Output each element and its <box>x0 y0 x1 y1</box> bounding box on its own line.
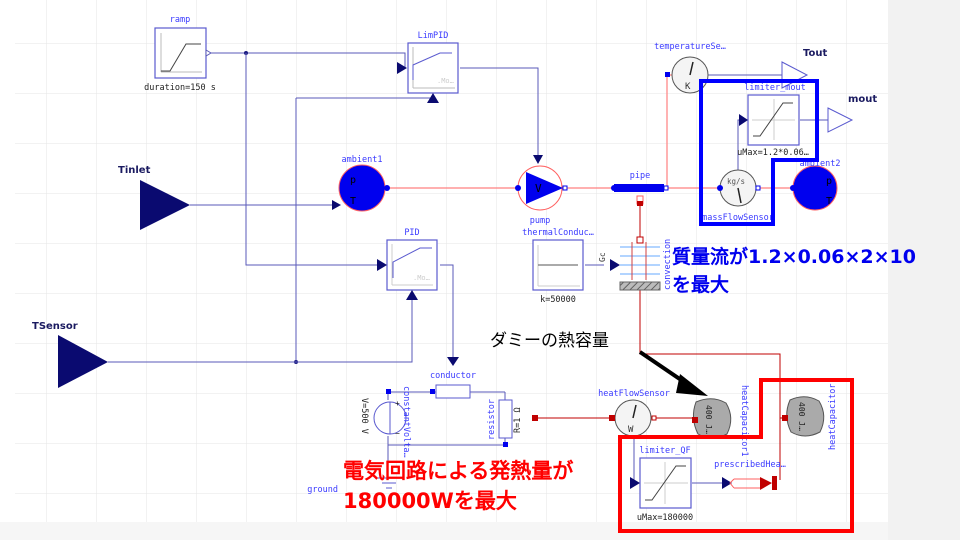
convection[interactable]: Gc convection <box>598 236 673 291</box>
thermal-conductor-block[interactable]: thermalConduc… k=50000 <box>522 228 594 305</box>
pump-label: pump <box>530 216 550 226</box>
temperature-unit: K <box>685 82 691 92</box>
limpid-hint: .Mo… <box>437 77 454 85</box>
mass-flow-sensor[interactable]: kg/s massFlowSensor <box>702 169 774 223</box>
limpid-block[interactable]: .Mo… LimPID <box>397 31 459 103</box>
pipe[interactable]: pipe <box>611 171 669 206</box>
resistor-label: resistor <box>487 399 497 440</box>
ambient1-boundary[interactable]: p T ambient1 <box>332 155 390 212</box>
thermal-conductor-label: thermalConduc… <box>522 228 594 238</box>
convection-label: convection <box>663 239 673 290</box>
mass-flow-unit: kg/s <box>727 177 745 186</box>
input-port-icon <box>427 93 439 103</box>
heat-note-line2: 180000Wを最大 <box>343 489 517 513</box>
heat-capacitor1-param: 400 J… <box>704 405 713 434</box>
voltage-plus: + <box>395 399 400 408</box>
dummy-capacity-note: ダミーの熱容量 <box>490 331 609 351</box>
pid-label: PID <box>404 228 419 238</box>
resistor-param: R=1 Ω <box>513 407 523 433</box>
arrow-icon <box>638 350 708 396</box>
heat-capacitor1-label: heatCapacitor1 <box>739 385 749 457</box>
heat-note-line1: 電気回路による発熱量が <box>343 459 573 483</box>
heat-capacitor-label: heatCapacitor <box>828 383 838 450</box>
heat-capacitor1[interactable]: 400 J… heatCapacitor1 <box>692 385 749 457</box>
tout-label: Tout <box>803 48 827 59</box>
ambient2-p: p <box>826 176 832 187</box>
canvas-margin-bottom <box>0 522 888 540</box>
tsensor-input[interactable]: TSensor <box>32 321 108 388</box>
mass-flow-note-line1: 質量流が1.2×0.06×2×10 <box>672 245 916 268</box>
annotation-mass-flow: 質量流が1.2×0.06×2×10 を最大 <box>672 245 916 296</box>
limiter-qf-label: limiter_QF <box>639 446 690 456</box>
ambient2-label: ambient2 <box>800 159 841 169</box>
heat-capacitor[interactable]: 400 J… heatCapacitor <box>782 383 838 450</box>
ambient2-t: T <box>826 196 832 207</box>
limiter-mout-block[interactable]: limiter_mout uMax=1.2*0.06… <box>737 83 809 158</box>
ramp-label: ramp <box>170 15 190 25</box>
heat-highlight-box <box>618 378 854 533</box>
thermal-conductor-param: k=50000 <box>540 295 576 305</box>
heat-flow-sensor-label: heatFlowSensor <box>598 389 670 399</box>
ambient2-boundary[interactable]: p T ambient2 <box>790 159 841 211</box>
tsensor-label: TSensor <box>32 321 78 332</box>
convection-port-label: Gc <box>598 252 607 262</box>
prescribed-heat-flow[interactable]: prescribedHea… <box>714 460 786 490</box>
ambient1-label: ambient1 <box>342 155 383 165</box>
mass-flow-sensor-label: massFlowSensor <box>702 213 774 223</box>
resistor[interactable]: resistor R=1 Ω <box>487 399 523 447</box>
conductor[interactable]: conductor <box>430 371 476 399</box>
constant-voltage-source[interactable]: + − V=500 V constantVolta… <box>359 386 411 458</box>
pid-hint: .Mo… <box>413 274 430 282</box>
annotation-heat: 電気回路による発熱量が 180000Wを最大 <box>343 459 573 513</box>
mout-label: mout <box>848 94 877 105</box>
mass-flow-highlight-box <box>699 79 819 226</box>
tinlet-input[interactable]: Tinlet <box>118 165 190 230</box>
tinlet-label: Tinlet <box>118 165 151 176</box>
heat-port-icon <box>532 415 538 421</box>
ramp-param: duration=150 s <box>144 83 216 93</box>
ground[interactable]: ground <box>307 477 400 495</box>
signal-wires <box>108 51 828 486</box>
conductor-label: conductor <box>430 371 476 381</box>
canvas-margin <box>888 0 960 540</box>
ramp-block[interactable]: ramp duration=150 s <box>144 15 216 93</box>
ground-label: ground <box>307 485 338 495</box>
voltage-param: V=500 V <box>359 398 369 434</box>
ambient1-t: T <box>350 196 356 207</box>
pump[interactable]: V pump <box>515 155 568 226</box>
conductor-input-icon <box>447 357 459 366</box>
voltage-minus: − <box>395 429 400 438</box>
pid-block[interactable]: .Mo… PID <box>377 228 438 300</box>
mout-output[interactable]: mout <box>827 94 877 133</box>
limpid-label: LimPID <box>418 31 449 41</box>
input-port-icon <box>397 62 407 74</box>
pipe-label: pipe <box>630 171 650 181</box>
prescribed-heat-label: prescribedHea… <box>714 460 786 470</box>
limiter-mout-label: limiter_mout <box>744 83 805 93</box>
temperature-sensor-label: temperatureSe… <box>654 42 726 52</box>
pump-glyph: V <box>535 182 542 195</box>
ambient1-p: p <box>350 175 356 186</box>
mass-flow-note-line2: を最大 <box>672 273 729 296</box>
limiter-qf-param: uMax=180000 <box>637 513 693 523</box>
heat-flow-unit: W <box>628 425 634 435</box>
limiter-qf-block[interactable]: limiter_QF uMax=180000 <box>630 446 693 523</box>
constant-voltage-label: constantVolta… <box>401 386 411 458</box>
heat-capacitor-param: 400 J… <box>797 402 806 431</box>
limiter-mout-param: uMax=1.2*0.06… <box>737 148 809 158</box>
